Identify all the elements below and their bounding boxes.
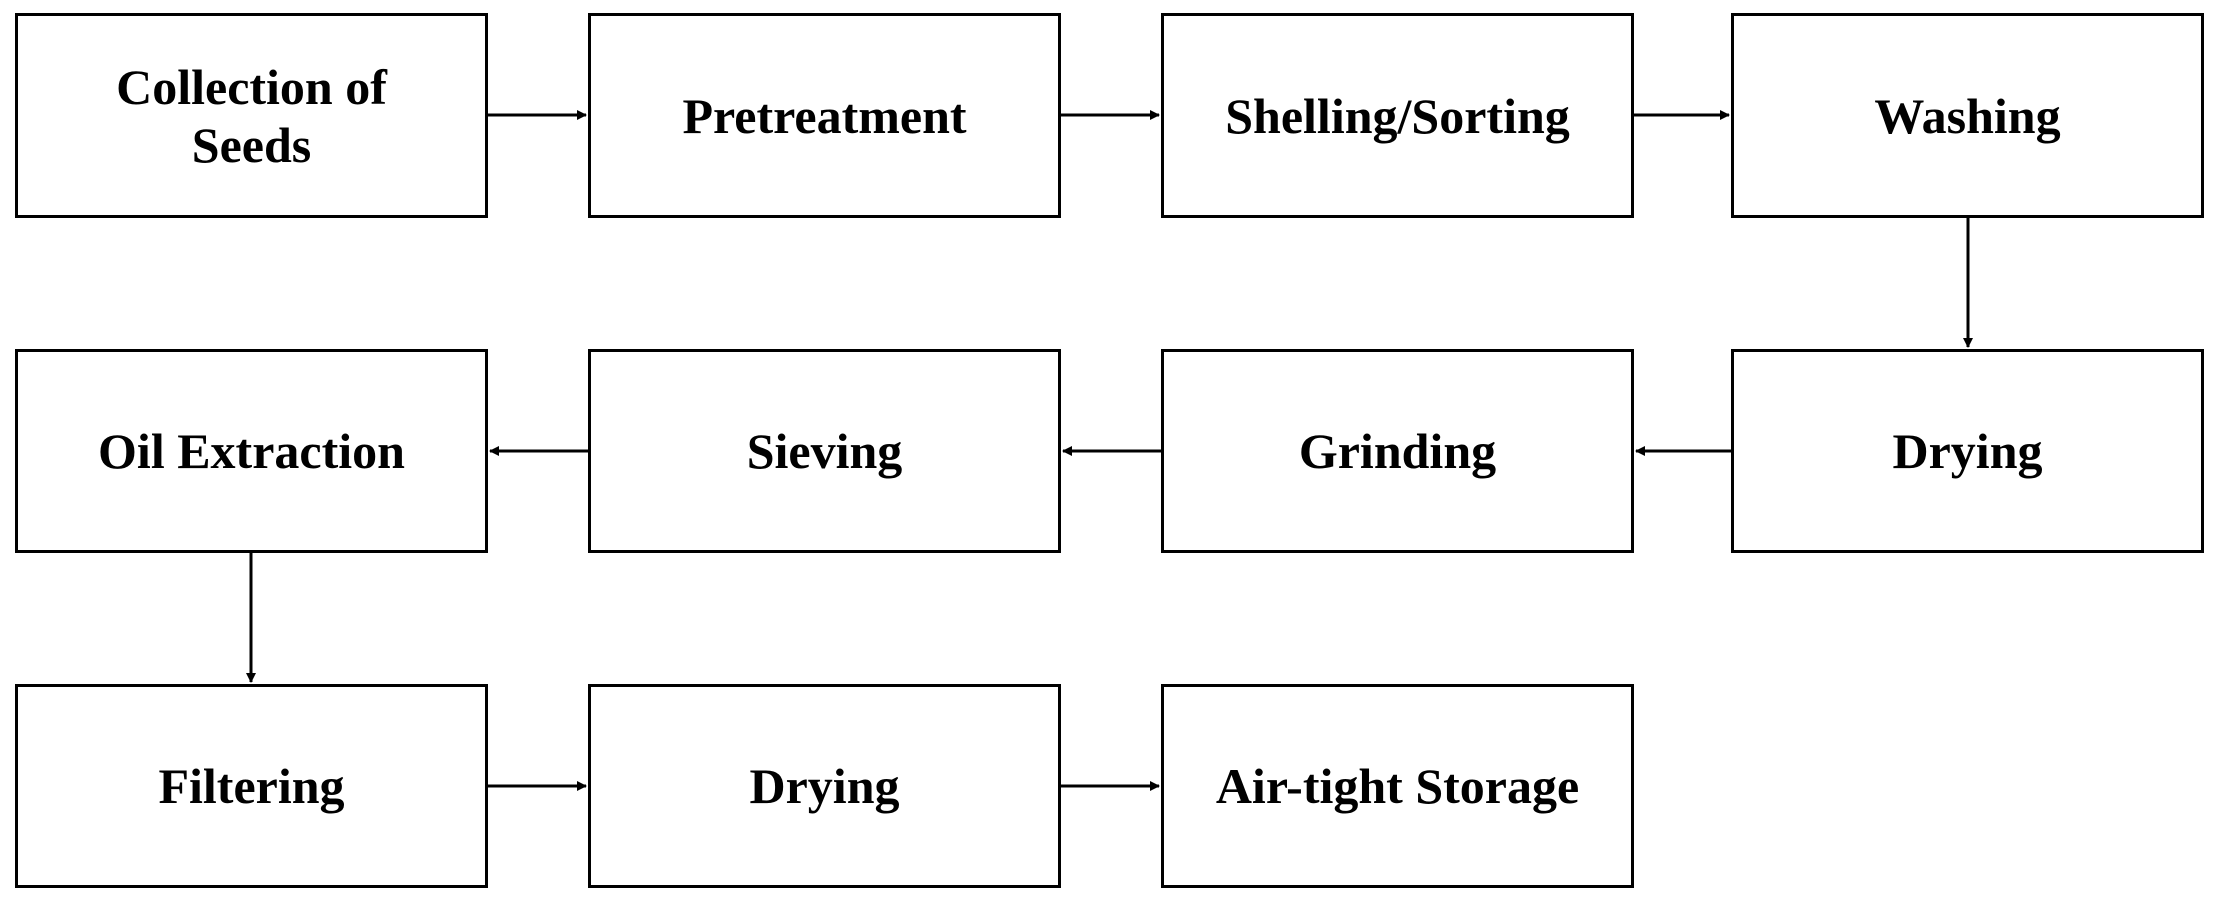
step-drying-final: Drying: [588, 684, 1061, 888]
step-label: Washing: [1874, 87, 2061, 144]
step-air-tight-storage: Air-tight Storage: [1161, 684, 1634, 888]
step-collection-of-seeds: Collection of Seeds: [15, 13, 488, 218]
step-label: Pretreatment: [682, 87, 967, 144]
step-filtering: Filtering: [15, 684, 488, 888]
step-label: Shelling/Sorting: [1225, 87, 1570, 144]
step-oil-extraction: Oil Extraction: [15, 349, 488, 553]
step-pretreatment: Pretreatment: [588, 13, 1061, 218]
step-sieving: Sieving: [588, 349, 1061, 553]
step-washing: Washing: [1731, 13, 2204, 218]
step-label: Collection of Seeds: [116, 58, 387, 173]
step-label: Sieving: [746, 423, 903, 479]
step-drying: Drying: [1731, 349, 2204, 553]
step-label: Grinding: [1298, 423, 1497, 479]
step-shelling-sorting: Shelling/Sorting: [1161, 13, 1634, 218]
step-label: Oil Extraction: [98, 423, 405, 479]
step-label: Filtering: [158, 758, 345, 814]
step-label: Drying: [1892, 423, 2043, 479]
step-label: Drying: [749, 758, 900, 814]
step-grinding: Grinding: [1161, 349, 1634, 553]
step-label: Air-tight Storage: [1215, 758, 1580, 814]
